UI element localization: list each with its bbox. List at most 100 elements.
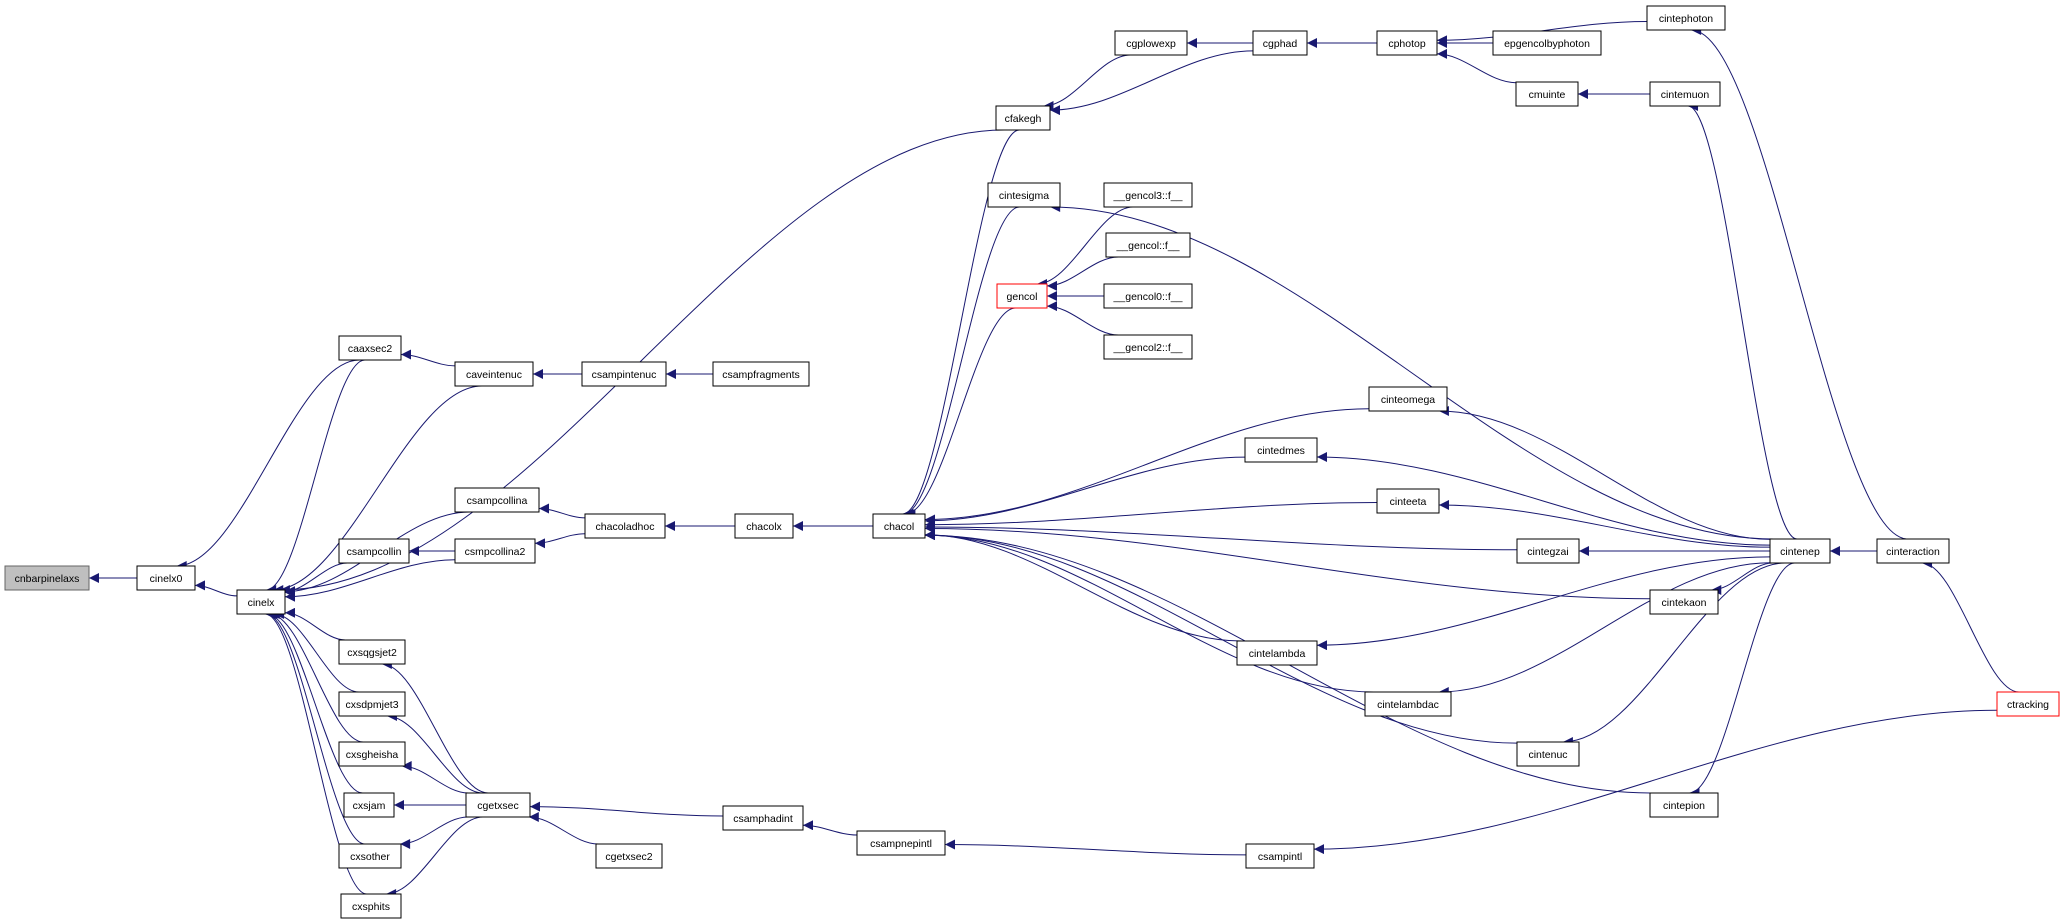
- node-cintesigma[interactable]: cintesigma: [987, 182, 1061, 208]
- node-cgetxsec2[interactable]: cgetxsec2: [595, 843, 663, 869]
- node-box-cgetxsec2[interactable]: [595, 843, 663, 869]
- node-box-gencol3[interactable]: [1103, 182, 1193, 208]
- node-box-csampnepintl[interactable]: [856, 830, 946, 856]
- node-box-cintephoton[interactable]: [1646, 5, 1726, 31]
- node-box-cxsjam[interactable]: [343, 792, 395, 818]
- node-gencolf[interactable]: __gencol::f__: [1105, 232, 1191, 258]
- node-csmpcollina2[interactable]: csmpcollina2: [454, 538, 536, 564]
- node-cxsphits[interactable]: cxsphits: [340, 893, 402, 919]
- node-cxsjam[interactable]: cxsjam: [343, 792, 395, 818]
- node-box-csampintenuc[interactable]: [581, 361, 667, 387]
- node-box-cxsqgsjet2[interactable]: [338, 639, 406, 665]
- node-cgplowexp[interactable]: cgplowexp: [1114, 30, 1188, 56]
- node-chacoladhoc[interactable]: chacoladhoc: [584, 513, 666, 539]
- node-csampfragments[interactable]: csampfragments: [712, 361, 810, 387]
- node-cintepion[interactable]: cintepion: [1649, 792, 1719, 818]
- node-csampcollina[interactable]: csampcollina: [454, 487, 540, 513]
- node-box-cxsother[interactable]: [338, 843, 402, 869]
- node-box-csamphadint[interactable]: [722, 805, 804, 831]
- node-cfakegh[interactable]: cfakegh: [995, 105, 1051, 131]
- node-cinteeta[interactable]: cinteeta: [1376, 488, 1440, 514]
- node-box-cintedmes[interactable]: [1244, 437, 1318, 463]
- node-box-gencol2[interactable]: [1103, 334, 1193, 360]
- node-box-cxsdpmjet3[interactable]: [338, 691, 406, 717]
- node-box-cintesigma[interactable]: [987, 182, 1061, 208]
- node-box-chacol[interactable]: [872, 513, 926, 539]
- node-chacol[interactable]: chacol: [872, 513, 926, 539]
- node-box-csampfragments[interactable]: [712, 361, 810, 387]
- node-box-cnbarpinelaxs[interactable]: [4, 565, 90, 591]
- node-box-chacolx[interactable]: [734, 513, 794, 539]
- node-box-cphotop[interactable]: [1376, 30, 1438, 56]
- node-cxsother[interactable]: cxsother: [338, 843, 402, 869]
- node-ctracking[interactable]: ctracking: [1996, 691, 2060, 717]
- node-box-cintepion[interactable]: [1649, 792, 1719, 818]
- node-csampnepintl[interactable]: csampnepintl: [856, 830, 946, 856]
- node-cintegzai[interactable]: cintegzai: [1516, 538, 1580, 564]
- node-box-cgplowexp[interactable]: [1114, 30, 1188, 56]
- node-cintephoton[interactable]: cintephoton: [1646, 5, 1726, 31]
- node-gencol[interactable]: gencol: [996, 283, 1048, 309]
- node-box-epgencolbyphoton[interactable]: [1492, 30, 1602, 56]
- node-box-csampintl[interactable]: [1245, 843, 1315, 869]
- node-cxsqgsjet2[interactable]: cxsqgsjet2: [338, 639, 406, 665]
- node-cintelambdac[interactable]: cintelambdac: [1364, 691, 1452, 717]
- node-csampintenuc[interactable]: csampintenuc: [581, 361, 667, 387]
- node-box-cfakegh[interactable]: [995, 105, 1051, 131]
- node-cinelx0[interactable]: cinelx0: [136, 565, 196, 591]
- node-cnbarpinelaxs[interactable]: cnbarpinelaxs: [4, 565, 90, 591]
- node-csampintl[interactable]: csampintl: [1245, 843, 1315, 869]
- node-box-cintegzai[interactable]: [1516, 538, 1580, 564]
- node-box-cintekaon[interactable]: [1649, 589, 1719, 615]
- node-csampcollin[interactable]: csampcollin: [338, 538, 410, 564]
- node-box-cinelx0[interactable]: [136, 565, 196, 591]
- node-box-ctracking[interactable]: [1996, 691, 2060, 717]
- node-box-cintenuc[interactable]: [1516, 741, 1580, 767]
- node-cintelambda[interactable]: cintelambda: [1236, 640, 1318, 666]
- node-box-cgphad[interactable]: [1252, 30, 1308, 56]
- node-box-cmuinte[interactable]: [1515, 81, 1579, 107]
- node-cinteraction[interactable]: cinteraction: [1876, 538, 1950, 564]
- node-box-chacoladhoc[interactable]: [584, 513, 666, 539]
- node-box-cinteraction[interactable]: [1876, 538, 1950, 564]
- node-caaxsec2[interactable]: caaxsec2: [338, 335, 402, 361]
- node-box-cxsgheisha[interactable]: [338, 741, 406, 767]
- node-box-cxsphits[interactable]: [340, 893, 402, 919]
- node-box-cintelambdac[interactable]: [1364, 691, 1452, 717]
- node-box-gencol0[interactable]: [1103, 283, 1193, 309]
- node-cintemuon[interactable]: cintemuon: [1649, 81, 1721, 107]
- node-box-cinelx[interactable]: [236, 589, 286, 615]
- node-box-cinteomega[interactable]: [1368, 386, 1448, 412]
- node-cintedmes[interactable]: cintedmes: [1244, 437, 1318, 463]
- node-gencol0[interactable]: __gencol0::f__: [1103, 283, 1193, 309]
- node-cinteomega[interactable]: cinteomega: [1368, 386, 1448, 412]
- node-cxsdpmjet3[interactable]: cxsdpmjet3: [338, 691, 406, 717]
- node-csamphadint[interactable]: csamphadint: [722, 805, 804, 831]
- node-box-csampcollin[interactable]: [338, 538, 410, 564]
- node-cgetxsec[interactable]: cgetxsec: [465, 792, 531, 818]
- node-cintekaon[interactable]: cintekaon: [1649, 589, 1719, 615]
- node-box-cintemuon[interactable]: [1649, 81, 1721, 107]
- node-box-cintelambda[interactable]: [1236, 640, 1318, 666]
- node-box-gencolf[interactable]: [1105, 232, 1191, 258]
- node-cintenuc[interactable]: cintenuc: [1516, 741, 1580, 767]
- node-cphotop[interactable]: cphotop: [1376, 30, 1438, 56]
- node-cinelx[interactable]: cinelx: [236, 589, 286, 615]
- node-cintenep[interactable]: cintenep: [1769, 538, 1831, 564]
- node-box-caveintenuc[interactable]: [454, 361, 534, 387]
- node-gencol3[interactable]: __gencol3::f__: [1103, 182, 1193, 208]
- node-box-caaxsec2[interactable]: [338, 335, 402, 361]
- node-cgphad[interactable]: cgphad: [1252, 30, 1308, 56]
- node-box-csampcollina[interactable]: [454, 487, 540, 513]
- node-chacolx[interactable]: chacolx: [734, 513, 794, 539]
- node-box-cintenep[interactable]: [1769, 538, 1831, 564]
- node-gencol2[interactable]: __gencol2::f__: [1103, 334, 1193, 360]
- node-box-cgetxsec[interactable]: [465, 792, 531, 818]
- node-caveintenuc[interactable]: caveintenuc: [454, 361, 534, 387]
- node-box-gencol[interactable]: [996, 283, 1048, 309]
- node-cmuinte[interactable]: cmuinte: [1515, 81, 1579, 107]
- node-cxsgheisha[interactable]: cxsgheisha: [338, 741, 406, 767]
- node-box-csmpcollina2[interactable]: [454, 538, 536, 564]
- node-box-cinteeta[interactable]: [1376, 488, 1440, 514]
- node-epgencolbyphoton[interactable]: epgencolbyphoton: [1492, 30, 1602, 56]
